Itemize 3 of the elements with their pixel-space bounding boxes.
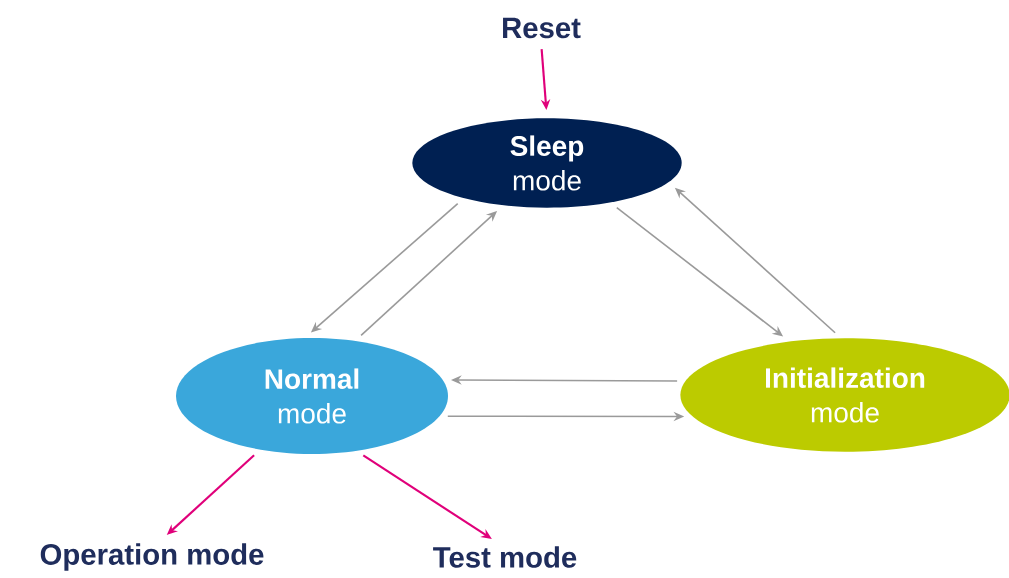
state-label: Operation mode (40, 543, 264, 571)
state-label: Test mode (433, 546, 577, 568)
state-label: Reset (503, 17, 581, 39)
